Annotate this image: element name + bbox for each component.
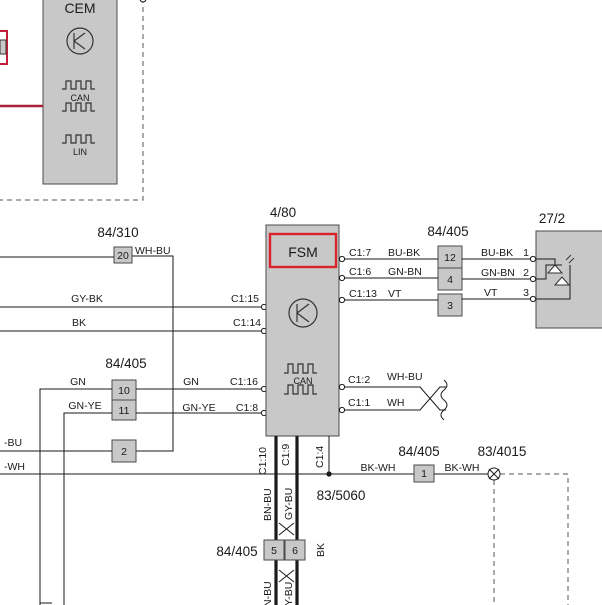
conn-c1-9: C1:9 — [280, 444, 292, 466]
svg-text:1: 1 — [421, 468, 427, 480]
wire-gn-left: GN — [70, 376, 86, 388]
wire-edge-wh: -WH — [4, 461, 25, 473]
transistor-icon — [66, 27, 94, 55]
ground-splice-icon — [487, 467, 501, 481]
pin-6 — [284, 539, 306, 561]
fsm-module[interactable]: FSM CAN — [265, 224, 340, 437]
can-pulse-icon — [62, 80, 95, 112]
svg-text:3: 3 — [523, 287, 529, 299]
cem-lin-label: LIN — [73, 147, 87, 157]
conn-c1-1: C1:1 — [348, 397, 370, 409]
can-break-icon — [440, 379, 448, 421]
can-pulse-icon — [284, 363, 317, 395]
wire-bk: BK — [72, 317, 86, 329]
conn-c1-4: C1:4 — [314, 446, 326, 468]
cem-boundary — [0, 0, 144, 201]
conn-c1-14: C1:14 — [233, 317, 261, 329]
svg-text:1: 1 — [523, 247, 529, 259]
fsm-highlight — [268, 232, 338, 269]
ref-84-405-top: 84/405 — [427, 224, 468, 239]
cem-left-partial — [0, 30, 43, 108]
conn-c1-7: C1:7 — [349, 247, 371, 259]
ref-84-405-bot: 84/405 — [398, 444, 439, 459]
cem-title: CEM — [64, 0, 95, 16]
fsm-can-label: CAN — [293, 376, 312, 386]
ref-27-2: 27/2 — [539, 211, 565, 226]
fsm-ref: 4/80 — [270, 205, 296, 220]
cem-module[interactable]: CEM CAN LIN — [42, 0, 118, 185]
conn-c1-16: C1:16 — [230, 376, 258, 388]
wire-wh-bu-top: WH-BU — [135, 245, 171, 257]
wire-bn-bu: BN-BU — [262, 488, 274, 521]
pin-3 — [437, 293, 463, 317]
wire-bu-bk: BU-BK — [388, 247, 420, 259]
svg-text:4: 4 — [447, 274, 453, 286]
led-icon — [536, 254, 575, 300]
ref-84-405-bk: 84/405 — [216, 544, 257, 559]
wire-wh-bu-can: WH-BU — [387, 371, 423, 383]
svg-text:5: 5 — [271, 545, 277, 557]
wire-bk-wh-left: BK-WH — [361, 462, 396, 474]
svg-text:2: 2 — [121, 446, 127, 458]
wire-vt: VT — [388, 288, 402, 300]
ref-83-5060: 83/5060 — [317, 488, 366, 503]
conn-c1-6: C1:6 — [349, 266, 371, 278]
ref-83-4015: 83/4015 — [478, 444, 527, 459]
wire-gn-right: GN — [183, 376, 199, 388]
pin-11 — [111, 399, 137, 421]
wire-gn-bn: GN-BN — [388, 266, 422, 278]
led-module[interactable] — [535, 230, 602, 329]
conn-c1-15: C1:15 — [231, 293, 259, 305]
pin-20 — [113, 246, 133, 264]
ref-84-310: 84/310 — [97, 225, 138, 240]
ref-84-405-mid: 84/405 — [105, 356, 146, 371]
conn-c1-2: C1:2 — [348, 374, 370, 386]
wire-gy-bu: GY-BU — [283, 488, 295, 520]
wire-bu-bk-right: BU-BK — [481, 247, 513, 259]
transistor-icon — [288, 298, 318, 328]
svg-text:20: 20 — [117, 250, 129, 262]
pin-5 — [263, 539, 285, 561]
svg-text:3: 3 — [447, 300, 453, 312]
svg-text:12: 12 — [444, 252, 456, 264]
splice-dot — [326, 471, 332, 477]
wire-gy-bk: GY-BK — [71, 293, 103, 305]
wire-gn-ye-right: GN-YE — [182, 402, 215, 414]
conn-c1-10: C1:10 — [257, 447, 269, 475]
wire-bn-bu-lower: BN-BU — [262, 581, 274, 605]
wire-wh-can: WH — [387, 397, 405, 409]
wire-bk-wh-right: BK-WH — [445, 462, 480, 474]
svg-text:2: 2 — [523, 267, 529, 279]
wire-gn-ye-left: GN-YE — [68, 400, 101, 412]
conn-c1-8: C1:8 — [236, 402, 258, 414]
cem-can-label: CAN — [70, 93, 89, 103]
fsm-title: FSM — [288, 244, 318, 260]
wire-edge-bu: -BU — [4, 437, 22, 449]
svg-text:11: 11 — [119, 405, 130, 417]
wire-gn-bn-right: GN-BN — [481, 267, 515, 279]
wire-bk-vertical: BK — [315, 543, 327, 557]
svg-text:6: 6 — [292, 545, 298, 557]
svg-text:10: 10 — [118, 385, 130, 397]
lin-pulse-icon — [62, 134, 95, 144]
wire-vt-right: VT — [484, 287, 498, 299]
wire-gy-bu-lower: GY-BU — [283, 582, 295, 605]
conn-c1-13: C1:13 — [349, 288, 377, 300]
harness-twist-icon — [278, 522, 295, 536]
